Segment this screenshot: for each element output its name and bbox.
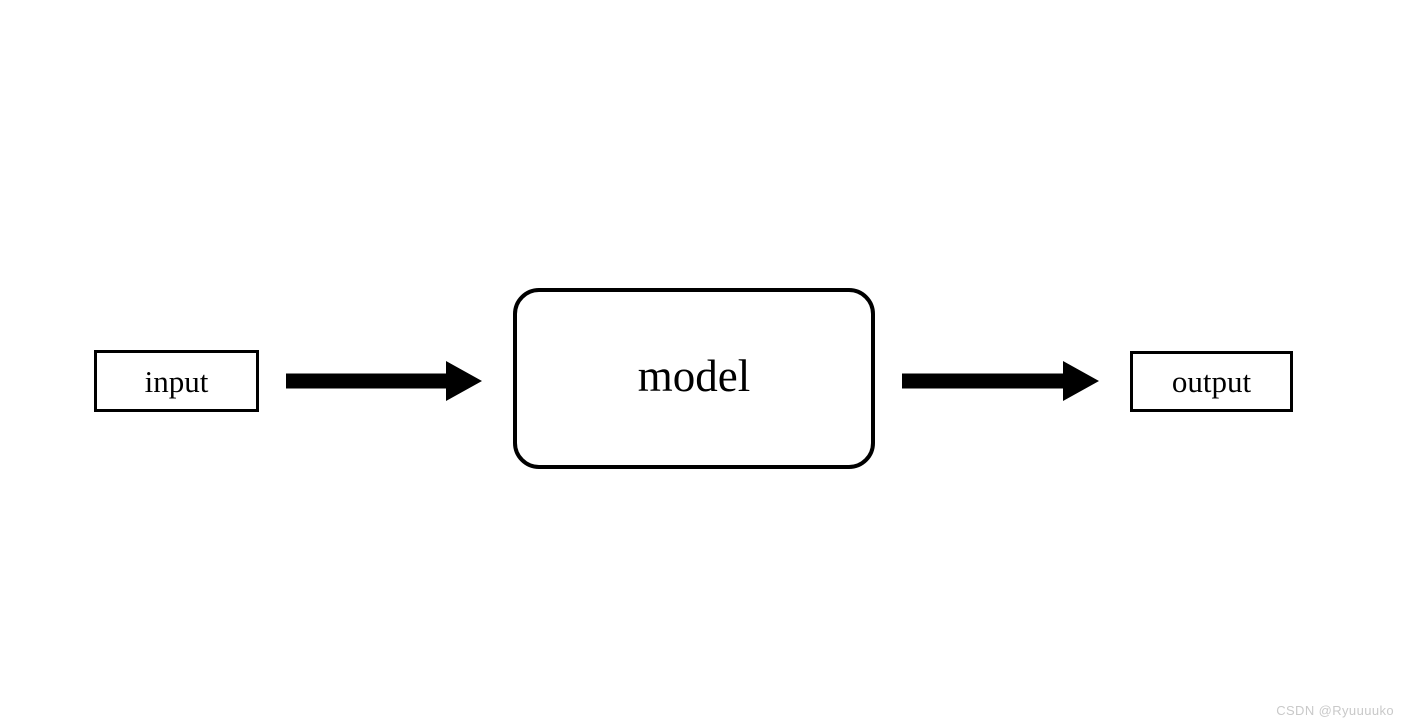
node-model-label: model [637,351,751,401]
node-input-label: input [144,363,209,399]
node-output[interactable]: output [1130,351,1293,412]
node-input[interactable]: input [94,350,259,412]
arrow-model-to-output [902,361,1099,401]
watermark-text: CSDN @Ryuuuuko [1276,703,1394,718]
node-output-label: output [1171,364,1252,399]
node-model[interactable]: model [513,288,875,469]
arrow-input-to-model [286,361,482,401]
